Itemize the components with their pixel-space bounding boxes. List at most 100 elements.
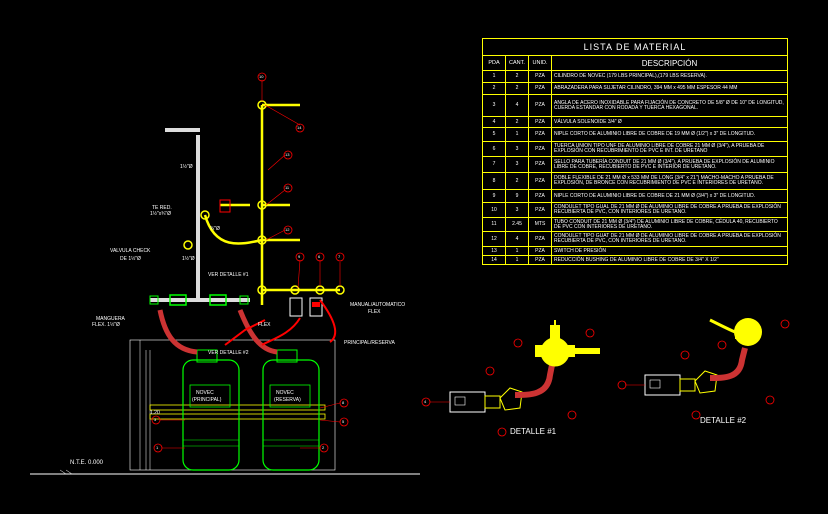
row-desc: CILINDRO DE NOVEC (179 LBS PRINCIPAL),(1…: [551, 70, 788, 83]
row-item: 14: [482, 255, 506, 265]
row-item: 2: [482, 82, 506, 95]
row-desc: TUBO CONDUIT DE 21 MM Ø (3/4") DE ALUMIN…: [551, 217, 788, 232]
row-desc: REDUCCIÓN BUSHING DE ALUMINIO LIBRE DE C…: [551, 255, 788, 265]
check-valve-left: [169, 294, 187, 306]
pressure-switch: [219, 199, 231, 213]
row-qty: 1: [505, 246, 529, 256]
cylinder-principal: [182, 349, 240, 471]
height-dim-label: 1.20: [150, 410, 160, 416]
manual-auto-label: MANUAL/AUTOMATICO: [350, 302, 406, 308]
row-qty: 1: [505, 127, 529, 142]
row-desc: ABRAZADERA PARA SUJETAR CILINDRO, 394 MM…: [551, 82, 788, 95]
row-unit: PZA: [528, 231, 552, 247]
row-desc: SELLO PARA TUBERÍA CONDUIT DE 21 MM Ø (3…: [551, 156, 788, 173]
col-header-qty: CANT.: [505, 55, 529, 71]
row-desc: SWITCH DE PRESIÓN: [551, 246, 788, 256]
detail-1-caption: DETALLE #1: [510, 427, 557, 436]
principal-reserva-label: PRINCIPAL/RESERVA: [344, 340, 395, 346]
row-qty: 3: [505, 156, 529, 173]
manual-switch-box: [289, 297, 303, 317]
row-qty: 3: [505, 141, 529, 157]
callout-13: 13: [285, 152, 290, 157]
row-unit: PZA: [528, 189, 552, 203]
cyl-principal-name: NOVEC: [196, 390, 214, 396]
check-valve-right: [209, 294, 227, 306]
row-qty: 9: [505, 189, 529, 203]
row-item: 12: [482, 231, 506, 247]
callout-2: 2: [322, 445, 325, 450]
col-header-item: PDA: [482, 55, 506, 71]
row-unit: PZA: [528, 156, 552, 173]
row-unit: PZA: [528, 255, 552, 265]
row-qty: 2: [505, 116, 529, 128]
row-qty: 4: [505, 231, 529, 247]
row-desc: DOBLE FLEXIBLE DE 21 MM Ø x 533 MM DE LO…: [551, 172, 788, 190]
callout-11: 11: [285, 185, 290, 190]
cylinder-brackets: [149, 404, 326, 420]
flex-hose-reserva: [237, 309, 278, 355]
row-unit: PZA: [528, 172, 552, 190]
cylinder-reserva: [262, 349, 320, 471]
callout-5: 5: [342, 419, 345, 424]
detail-1-drawing: [430, 320, 600, 413]
cyl-principal-role: (PRINCIPAL): [192, 397, 222, 403]
flex2-label: FLEX: [368, 309, 381, 315]
solenoid-wiring: [224, 299, 337, 346]
cyl-reserva-name: NOVEC: [276, 390, 294, 396]
table-title: LISTA DE MATERIAL: [482, 38, 788, 56]
row-desc: VÁLVULA SOLENOIDE 3/4" Ø: [551, 116, 788, 128]
callout-6: 6: [318, 254, 321, 259]
nte-label: N.T.E. 0.000: [70, 460, 104, 466]
dim-mid-label: ¾"Ø: [210, 226, 220, 232]
callout-leaders: [160, 80, 341, 449]
row-qty: 2: [505, 172, 529, 190]
te-red-label: TE RED.: [152, 205, 172, 211]
row-qty: 2: [505, 82, 529, 95]
material-list-table: LISTA DE MATERIAL PDA CANT. UNID. DESCRI…: [482, 38, 788, 265]
row-qty: 1: [505, 255, 529, 265]
callout-8: 8: [342, 400, 345, 405]
dim-top-label: 1½"Ø: [180, 164, 193, 170]
row-item: 3: [482, 94, 506, 117]
callout-4: 4: [424, 399, 427, 404]
callout-14: 14: [297, 125, 302, 130]
detail-1-condulet: [540, 337, 570, 367]
ver-detalle-1-label: VER DETALLE #1: [208, 272, 249, 278]
col-header-desc: DESCRIPCIÓN: [551, 55, 788, 71]
row-unit: PZA: [528, 246, 552, 256]
detail-2-drawing: [625, 318, 762, 396]
row-unit: PZA: [528, 70, 552, 83]
row-desc: ANGLA DE ACERO INOXIDABLE PARA FIJACIÓN …: [551, 94, 788, 117]
row-item: 8: [482, 172, 506, 190]
row-item: 5: [482, 127, 506, 142]
detail-2-caption: DETALLE #2: [700, 416, 747, 425]
row-qty: 3: [505, 202, 529, 218]
row-item: 7: [482, 156, 506, 173]
electrical-conduit: [203, 103, 340, 305]
row-qty: 2.45: [505, 217, 529, 232]
row-desc: TUERCA UNION TIPO UNF DE ALUMINIO LIBRE …: [551, 141, 788, 157]
row-unit: PZA: [528, 127, 552, 142]
manguera-label: MANGUERA: [96, 316, 125, 322]
col-header-unit: UNID.: [528, 55, 552, 71]
flex-label: FLEX: [258, 322, 271, 328]
row-qty: 4: [505, 94, 529, 117]
manguera-size-label: FLEX. 1½"Ø: [92, 322, 120, 328]
row-item: 9: [482, 189, 506, 203]
row-unit: MTS: [528, 217, 552, 232]
row-qty: 2: [505, 70, 529, 83]
row-item: 11: [482, 217, 506, 232]
agent-pipe: [150, 128, 250, 302]
row-item: 10: [482, 202, 506, 218]
